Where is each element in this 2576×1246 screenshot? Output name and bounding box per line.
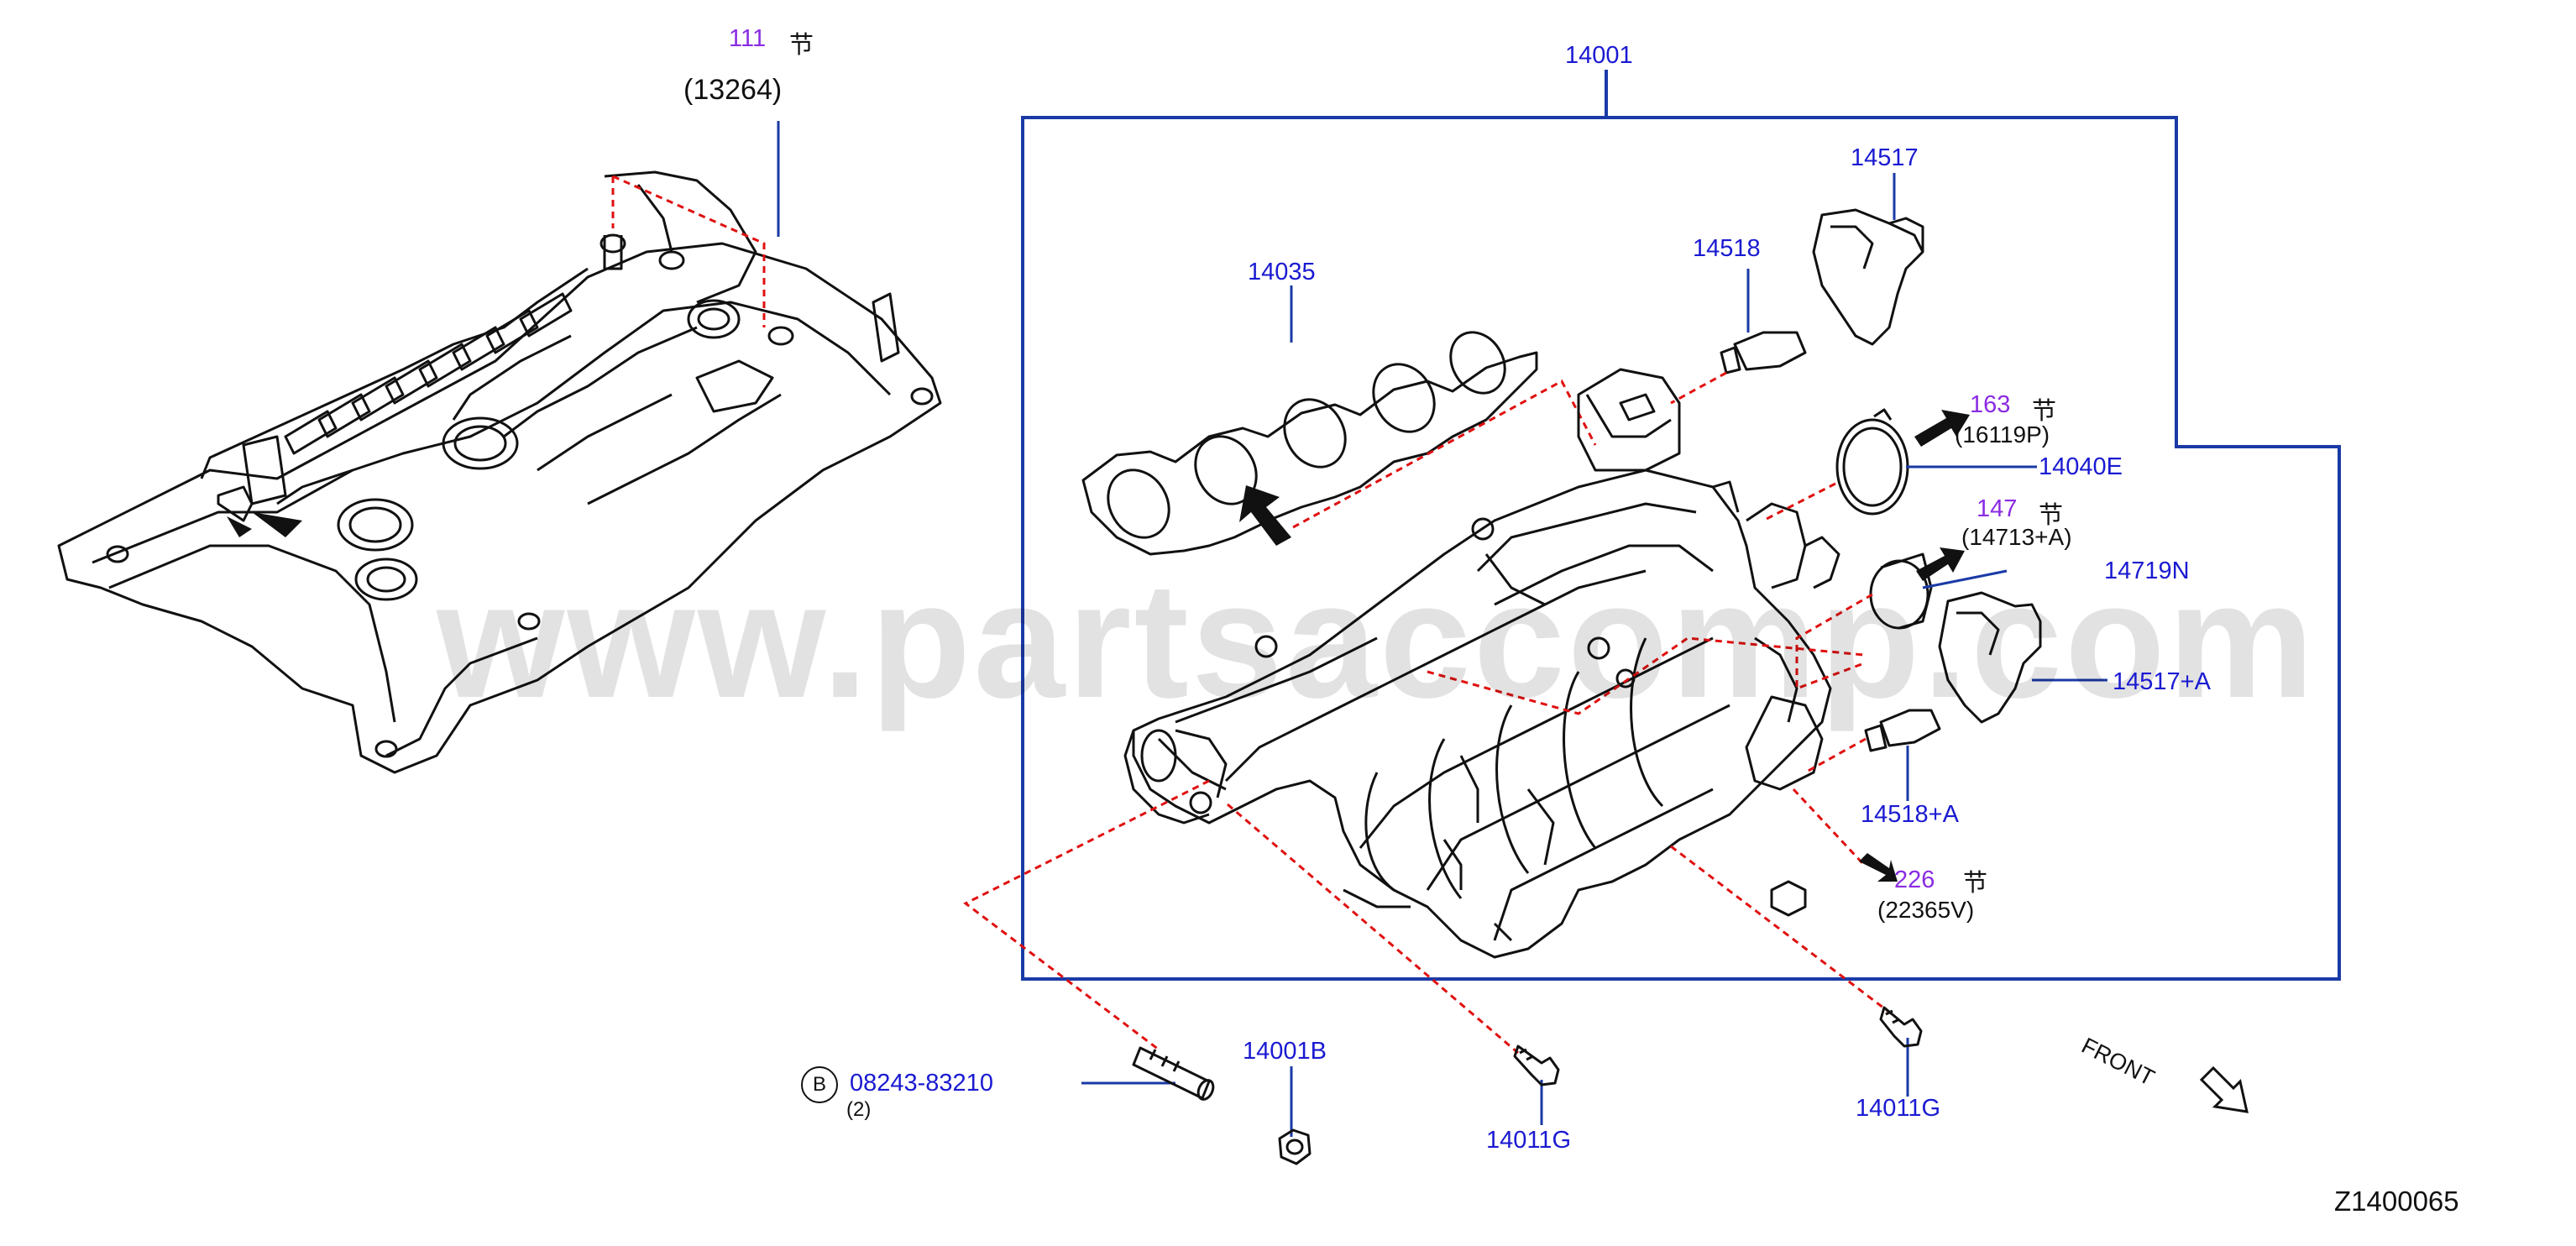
section-code-13264: (13264) <box>683 74 783 106</box>
assembly-boundary-14001 <box>1021 116 2341 981</box>
arrow-226 <box>1859 853 1898 882</box>
part-leaders <box>1081 173 2107 1137</box>
section-char-163: 节 <box>2032 398 2057 425</box>
dashed-assembly-lines <box>963 371 1895 1055</box>
gasket-14035-drawing <box>1081 331 1538 556</box>
section-char-111: 节 <box>789 32 814 59</box>
section-ref-147[interactable]: 147 <box>1977 495 2018 522</box>
bolt-quantity: (2) <box>846 1098 872 1121</box>
dashed-rocker-reference <box>611 175 766 327</box>
bolt-circle-b-icon: B <box>801 1066 838 1103</box>
part-label-14518A[interactable]: 14518+A <box>1861 801 1959 828</box>
part-label-14518[interactable]: 14518 <box>1693 235 1761 262</box>
part-label-14011G-right[interactable]: 14011G <box>1856 1095 1941 1122</box>
intake-manifold-drawing <box>1123 368 1840 959</box>
part-label-14517[interactable]: 14517 <box>1851 144 1919 171</box>
dashed-gasket-to-manifold <box>1292 379 1597 529</box>
part-label-14001[interactable]: 14001 <box>1565 42 1633 69</box>
sensors-drawing <box>1720 208 2042 917</box>
section-ref-163[interactable]: 163 <box>1970 391 2011 418</box>
section-ref-111[interactable]: 111 <box>729 25 767 52</box>
rocker-cover-drawing <box>57 170 942 774</box>
front-arrow-icon <box>2199 1065 2249 1113</box>
gasket-arrow <box>1239 485 1291 546</box>
section-char-147: 节 <box>2039 502 2064 529</box>
section-char-226: 节 <box>1963 870 1988 897</box>
part-label-08243-83210[interactable]: 08243-83210 <box>850 1070 993 1097</box>
section-code-22365V: (22365V) <box>1877 897 1975 923</box>
section-ref-226[interactable]: 226 <box>1894 866 1935 893</box>
section-code-14713A: (14713+A) <box>1961 524 2072 550</box>
fasteners-drawing <box>1132 1006 1923 1165</box>
part-label-14011G-left[interactable]: 14011G <box>1486 1127 1572 1154</box>
arrow-147 <box>1916 547 1965 581</box>
watermark: www.partsaccomp.com <box>437 548 2317 732</box>
part-label-14517A[interactable]: 14517+A <box>2113 668 2211 695</box>
arrow-163 <box>1914 410 1970 447</box>
diagram-code: Z1400065 <box>2334 1186 2459 1217</box>
section-code-16119P: (16119P) <box>1955 421 2050 448</box>
part-label-14001B[interactable]: 14001B <box>1243 1038 1327 1065</box>
part-label-14719N[interactable]: 14719N <box>2104 558 2190 584</box>
part-label-14040E[interactable]: 14040E <box>2039 453 2123 480</box>
part-label-14035[interactable]: 14035 <box>1248 259 1316 285</box>
